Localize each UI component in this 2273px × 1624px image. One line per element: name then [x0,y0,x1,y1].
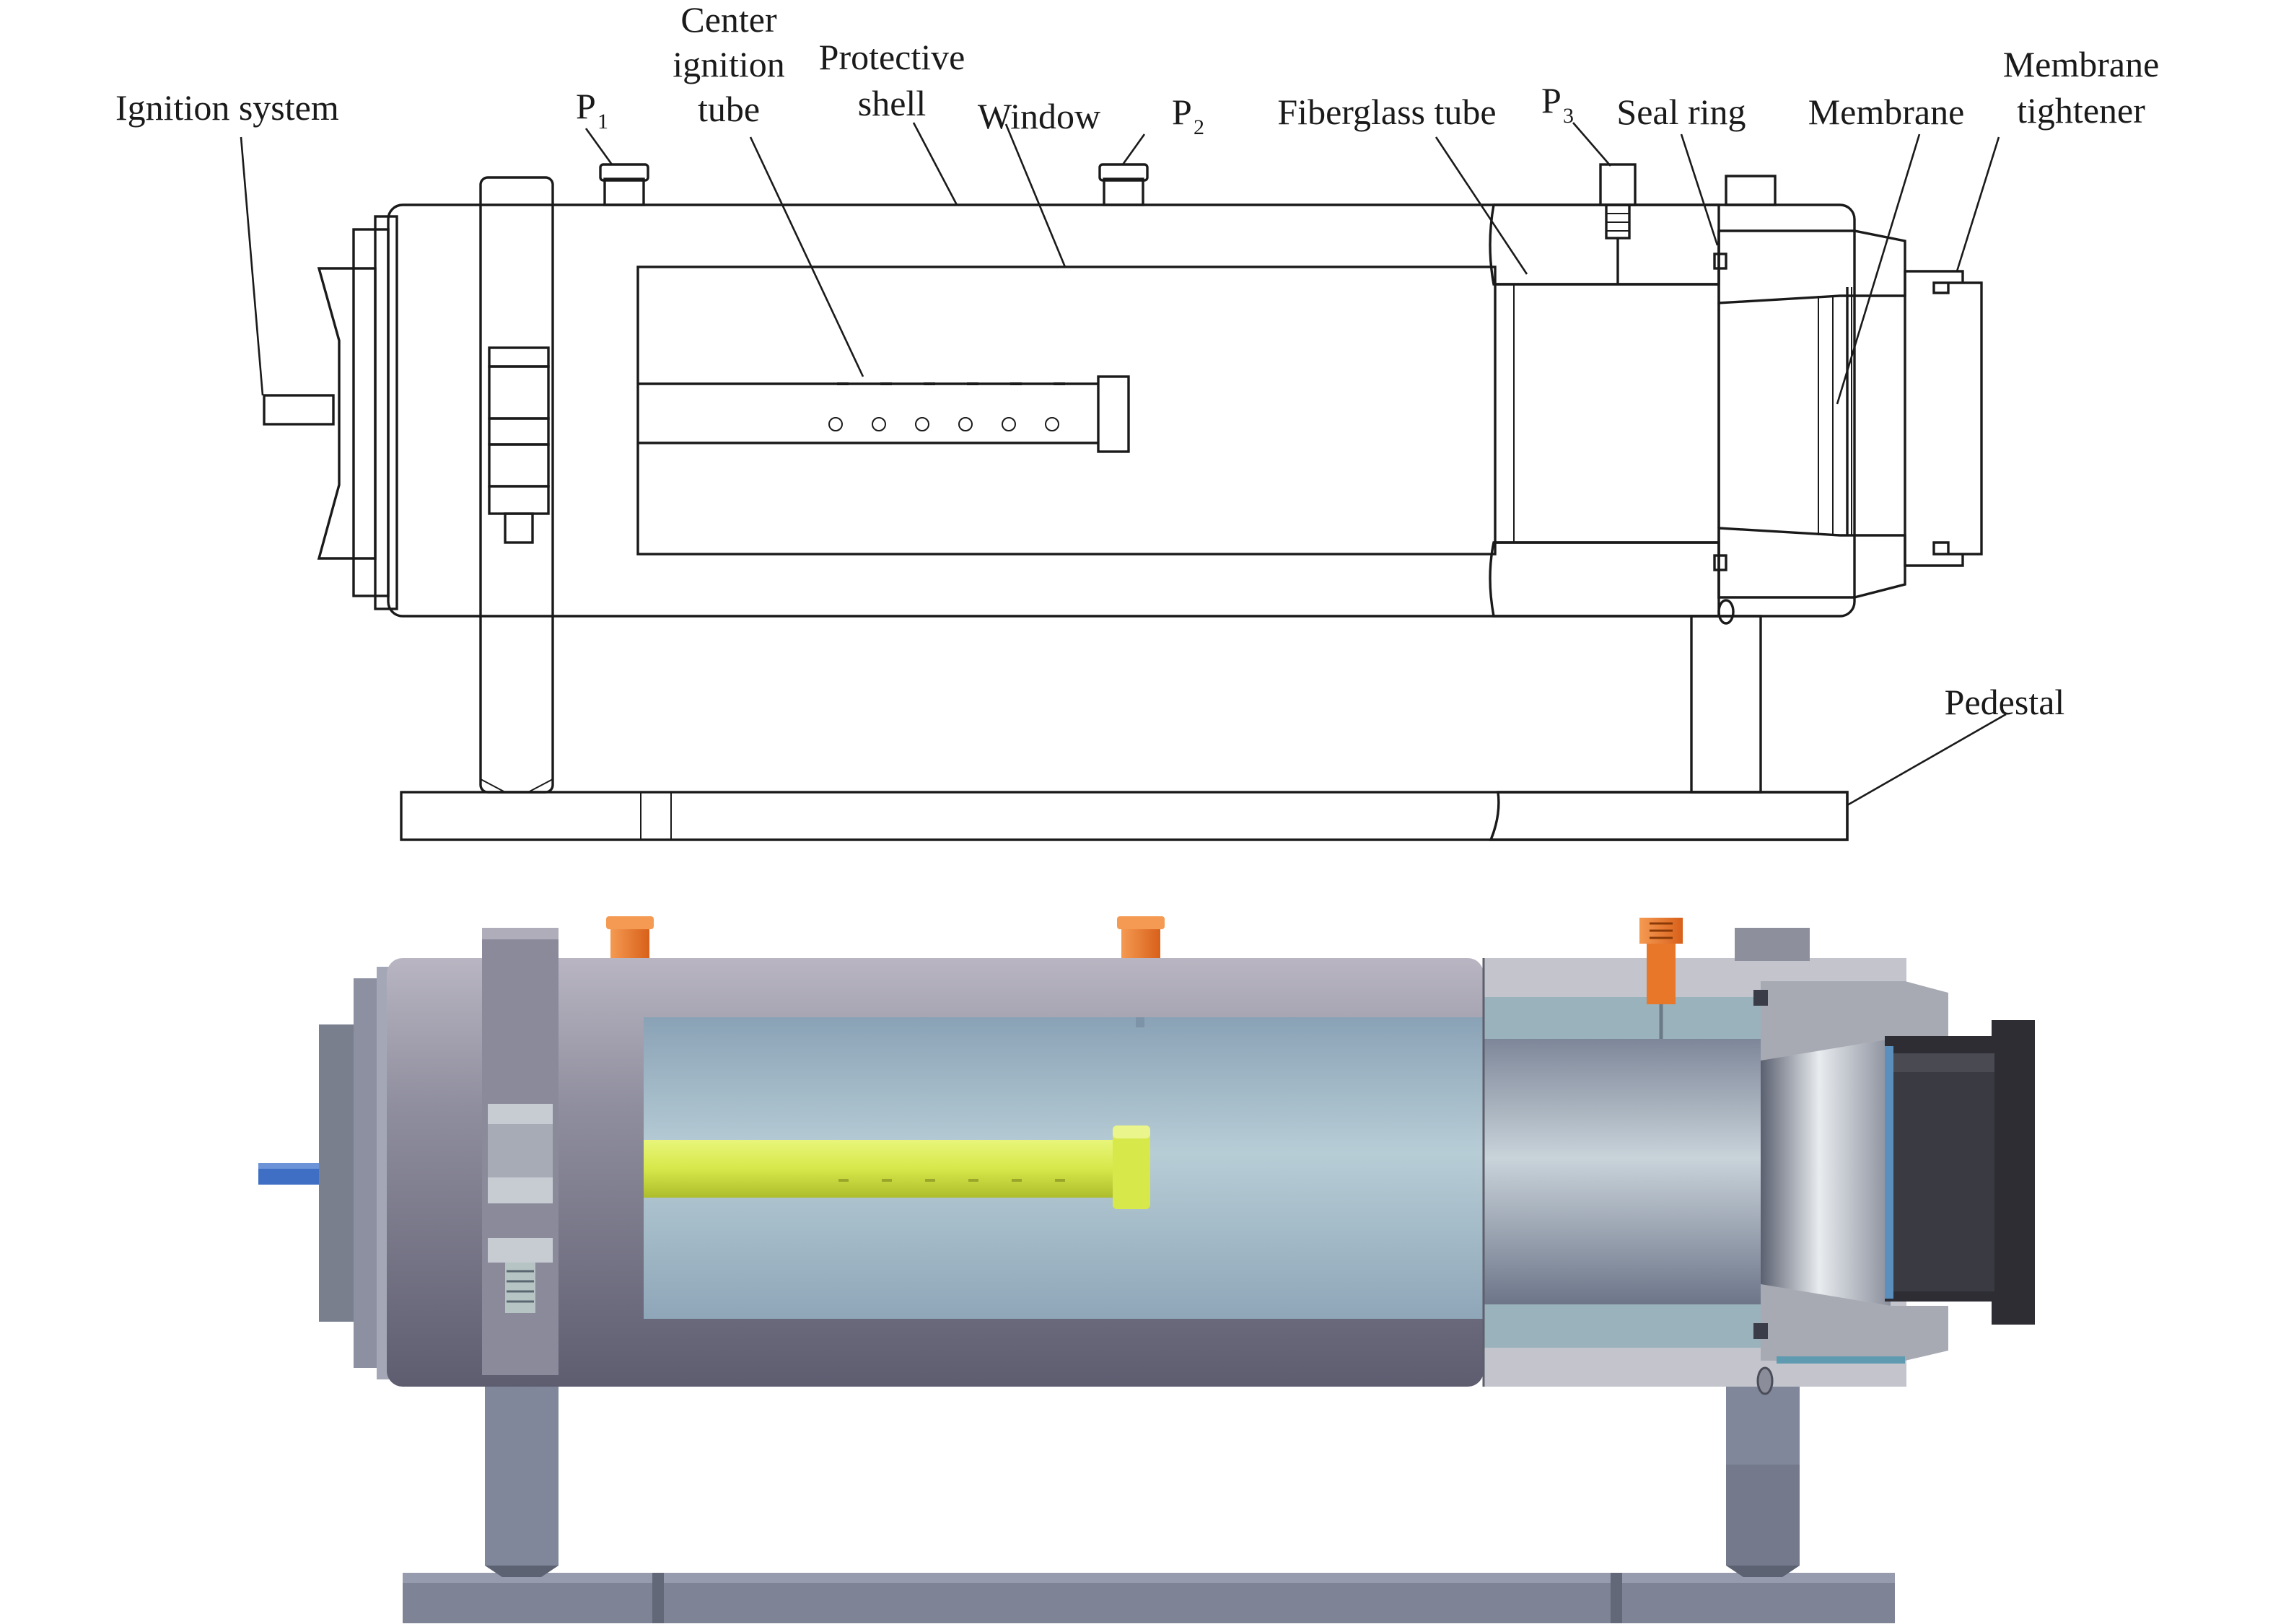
fiberglass-tube-section [1489,203,1720,618]
center-ignition-tube-render [644,1125,1150,1209]
pressure-port-p1-render [606,916,654,958]
label-p3-subscript: 3 [1563,104,1574,128]
pressure-port-p3-drawing [1599,163,1637,284]
rendered-3d-view [258,916,2035,1623]
label-p2: P [1172,92,1192,132]
label-center-ignition-tube-line1: Center [680,0,777,40]
label-p1: P [576,86,596,126]
label-membrane: Membrane [1808,92,1965,132]
label-p1-subscript: 1 [597,110,608,133]
label-membrane-tightener-line1: Membrane [2003,44,2160,84]
flange-render [482,928,559,1375]
center-ignition-tube-drawing [638,375,1130,453]
seal-ring-render [1735,928,1810,961]
label-protective-shell-line2: shell [858,83,926,123]
label-pedestal: Pedestal [1945,682,2065,722]
pressure-port-p2-drawing [1098,163,1149,206]
end-cone-render [1753,981,1948,1395]
label-center-ignition-tube-line2: ignition [673,44,785,84]
membrane-tightener-drawing [1846,270,1983,567]
leader-lines [240,122,2007,807]
technical-drawing: Ignition system P 1 Center ignition tube… [115,0,2159,841]
ignition-system-drawing [263,215,398,610]
pedestal-render [403,1349,1895,1623]
pressure-port-p2-render [1117,916,1165,958]
window-drawing [636,265,1497,556]
label-membrane-tightener-line2: tightener [2017,90,2145,131]
label-protective-shell-line1: Protective [819,37,965,77]
label-center-ignition-tube-line3: tube [698,89,760,129]
label-fiberglass-tube: Fiberglass tube [1277,92,1496,132]
membrane-tightener-render [1885,1020,2035,1325]
pressure-port-p1-drawing [599,163,649,206]
label-p2-subscript: 2 [1194,115,1204,139]
protective-shell-drawing [387,176,1856,794]
pressure-port-p3-render [1639,918,1683,1039]
drawing-labels: Ignition system P 1 Center ignition tube… [115,0,2159,722]
label-seal-ring: Seal ring [1616,92,1746,132]
label-window: Window [978,96,1100,136]
end-cone-section [1713,229,1906,625]
label-p3: P [1541,80,1562,120]
ignition-system-render [258,967,395,1379]
label-ignition-system: Ignition system [115,87,339,128]
pedestal-drawing [400,791,1849,841]
